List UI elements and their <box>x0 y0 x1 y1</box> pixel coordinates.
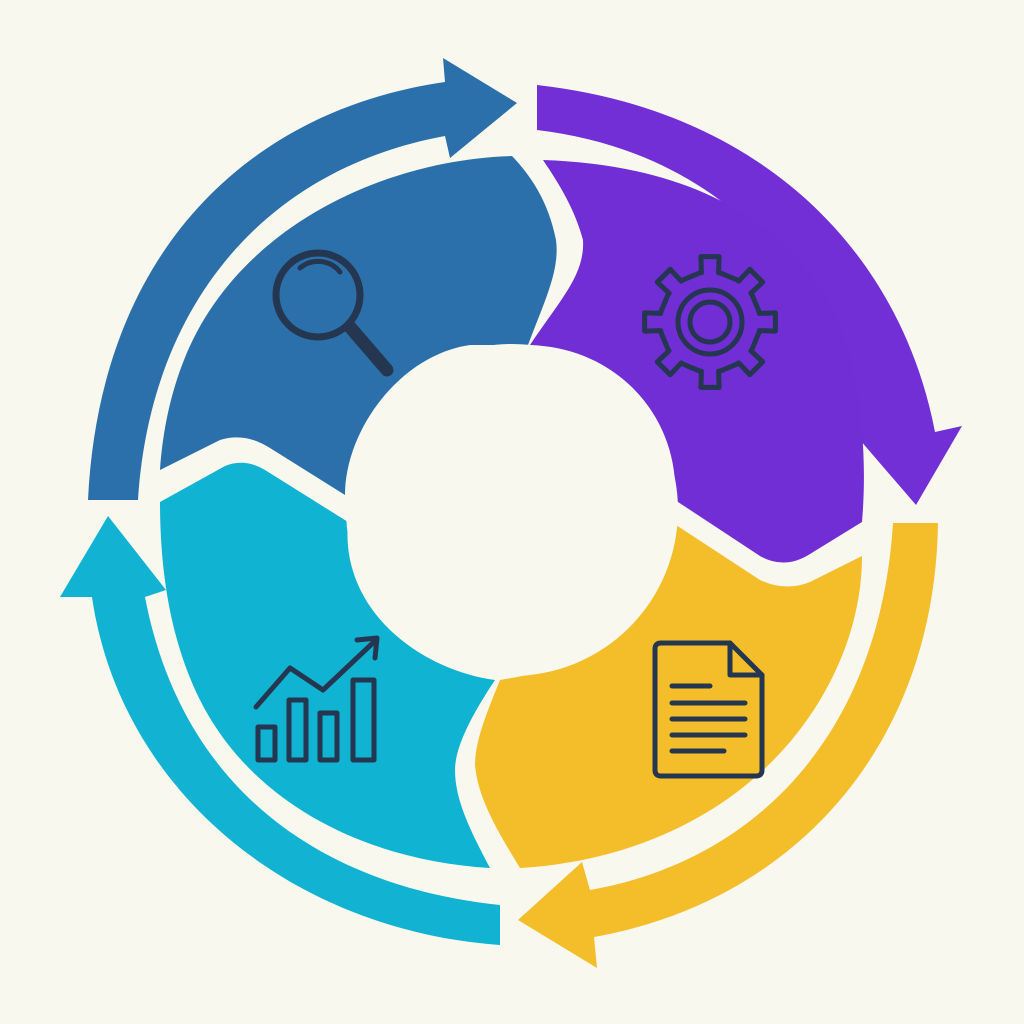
center-hole <box>346 344 678 676</box>
document-icon <box>652 640 765 779</box>
gear-icon <box>642 254 778 390</box>
outer-arrows <box>60 58 962 968</box>
magnifier-icon <box>272 249 394 377</box>
segment-process <box>530 160 864 563</box>
arrow-report-to-analyze <box>518 523 938 968</box>
inner-segments <box>160 156 864 868</box>
arrow-research-to-process <box>88 58 517 500</box>
segment-analyze <box>160 462 495 868</box>
arrow-analyze-to-research <box>60 516 500 945</box>
segment-research <box>160 156 557 495</box>
growth-chart-icon <box>253 635 380 763</box>
segment-report <box>475 525 862 868</box>
